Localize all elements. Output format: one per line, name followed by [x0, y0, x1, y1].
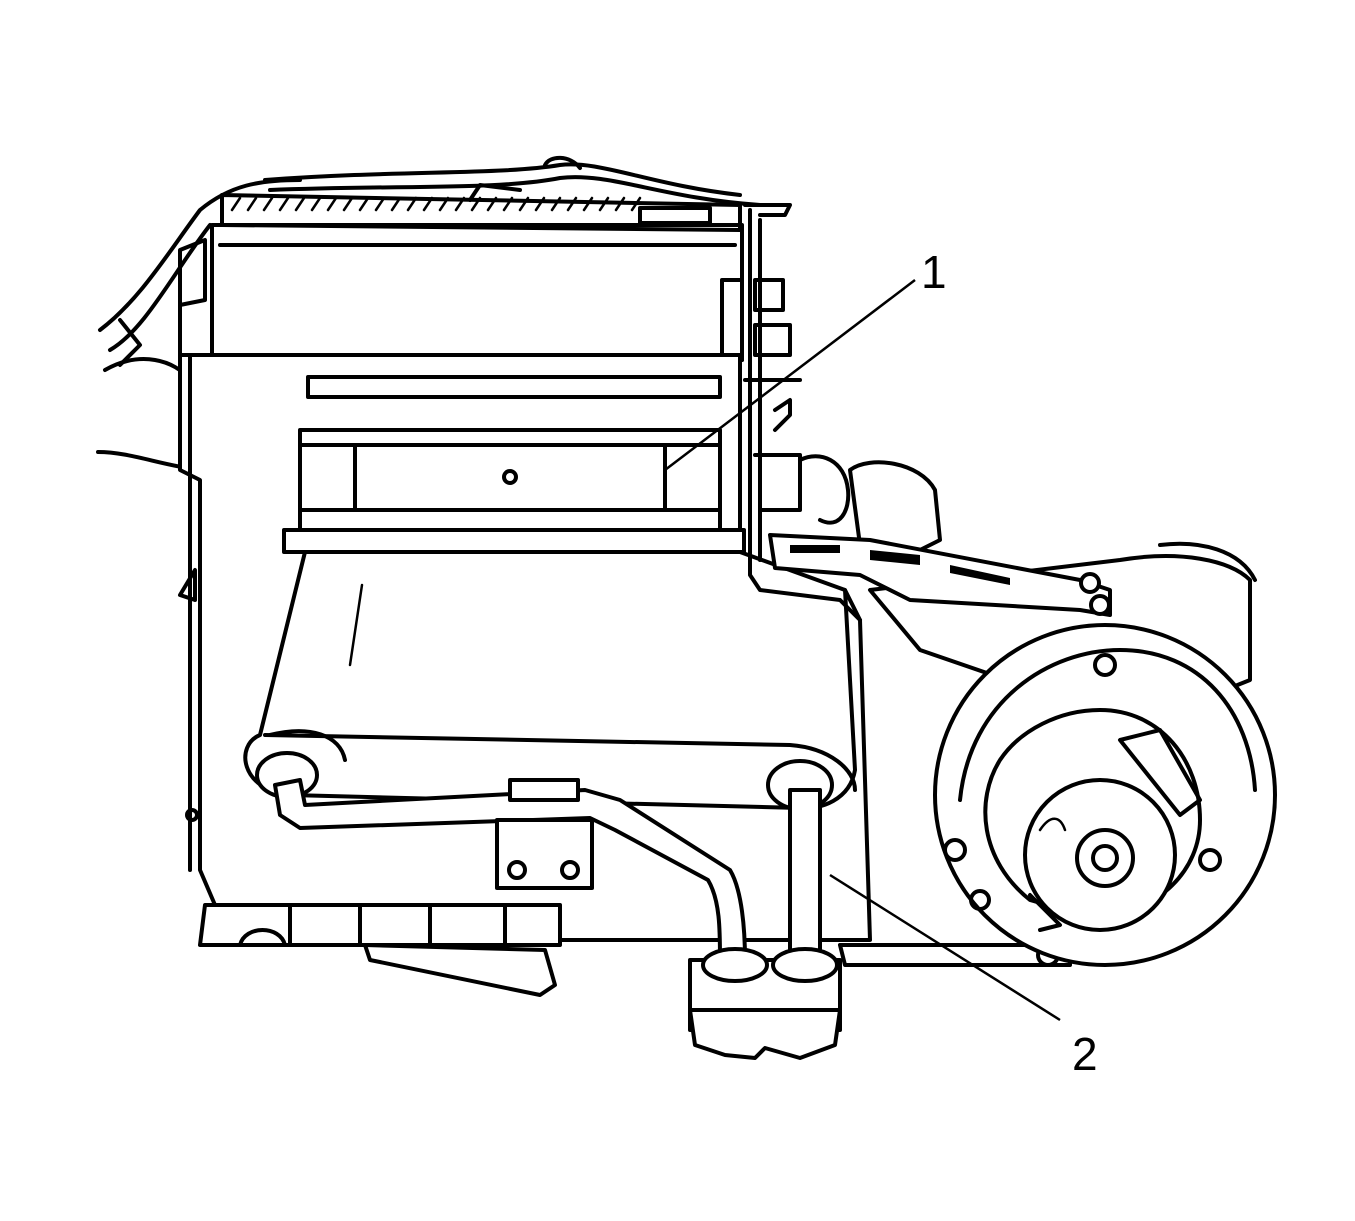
door-linkage-arm [768, 533, 1112, 617]
callout-2: 2 [829, 873, 1098, 1080]
heater-core-upper [210, 193, 744, 362]
refrigerant-pipe-lines [273, 778, 822, 962]
pipe-block-fitting [688, 947, 842, 1060]
callout-2-leader [829, 873, 1061, 1022]
side-bracket-tube [743, 203, 862, 622]
callout-1-leader [664, 279, 916, 471]
callout-1-number: 1 [921, 246, 947, 298]
top-cable-bundle [263, 155, 762, 207]
heater-core-fins [230, 196, 642, 212]
wiring-harness-left [96, 178, 302, 472]
mounting-tab-left [178, 568, 199, 822]
callout-1: 1 [664, 246, 947, 471]
callout-2-number: 2 [1072, 1028, 1098, 1080]
evaporator-core [243, 550, 857, 811]
housing-base [198, 903, 1072, 997]
blower-motor-assembly [848, 460, 1277, 967]
